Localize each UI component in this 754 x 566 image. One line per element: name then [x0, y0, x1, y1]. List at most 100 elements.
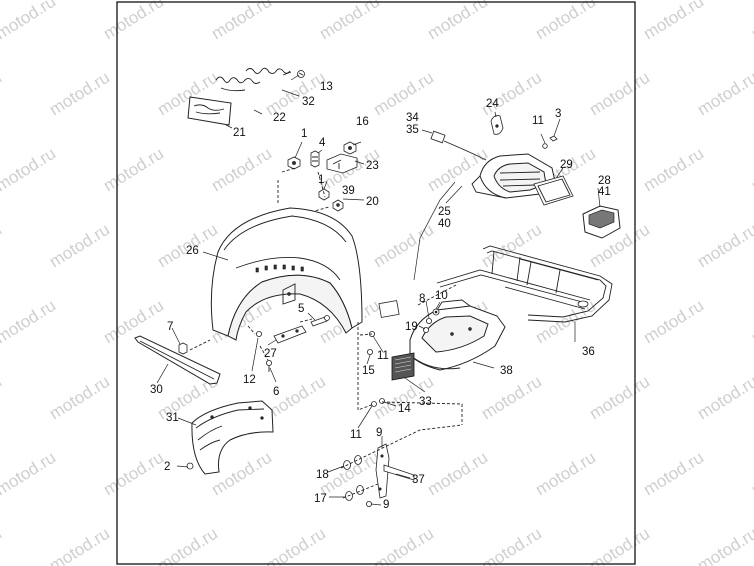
assembly-line	[259, 345, 269, 361]
assembly-line	[417, 283, 459, 306]
callout-29: 29	[560, 159, 573, 171]
callout-35: 35	[406, 124, 419, 136]
callout-1a: 1	[301, 128, 307, 140]
callout-24: 24	[486, 98, 499, 110]
bolt-6	[265, 359, 272, 372]
nut-11a	[542, 143, 548, 149]
nut-12	[255, 330, 262, 337]
assembly-line	[299, 318, 313, 323]
watermark-text: motod.ru	[424, 144, 491, 196]
screw-13	[297, 70, 305, 78]
callout-23: 23	[366, 160, 379, 172]
watermark-text: motod.ru	[100, 296, 167, 348]
screw-3	[549, 135, 558, 142]
callout-33: 33	[419, 396, 432, 408]
callout-31: 31	[166, 412, 179, 424]
assembly-line	[247, 325, 256, 335]
callout-labels: 13 32 22 21 1 4 16 23 1 39 20 34 35 24 1…	[150, 81, 611, 511]
callout-22: 22	[273, 112, 286, 124]
nut-19	[422, 326, 429, 333]
watermark-text: motod.ru	[694, 220, 754, 272]
watermark-text: motod.ru	[0, 144, 59, 196]
watermark-text: motod.ru	[748, 296, 754, 348]
watermark-text: motod.ru	[370, 68, 437, 120]
assembly-line	[342, 483, 379, 499]
watermark-text: motod.ru	[640, 296, 707, 348]
watermark-text: motod.ru	[640, 448, 707, 500]
nut-9	[365, 500, 372, 507]
bolt-7	[178, 342, 188, 355]
lamp-mount-24	[490, 115, 504, 135]
watermark-text: motod.ru	[46, 524, 113, 566]
watermark-text: motod.ru	[640, 0, 707, 43]
connector-34	[430, 130, 487, 161]
bracket-27	[273, 325, 307, 344]
watermark-text: motod.ru	[748, 144, 754, 196]
callout-7: 7	[167, 321, 173, 333]
assembly-line	[357, 322, 375, 411]
watermark-text: motod.ru	[586, 524, 653, 566]
assembly-line	[281, 167, 296, 173]
callout-38: 38	[500, 365, 513, 377]
watermark-text: motod.ru	[0, 220, 5, 272]
callout-20: 20	[366, 196, 379, 208]
callout-9b: 9	[383, 499, 389, 511]
callout-28: 28	[598, 175, 611, 187]
assembly-line	[189, 339, 211, 351]
assembly-line	[340, 424, 463, 469]
assembly-line	[381, 401, 463, 425]
callout-27: 27	[264, 348, 277, 360]
watermark-text: motod.ru	[586, 372, 653, 424]
callout-19: 19	[405, 321, 418, 333]
watermark-text: motod.ru	[478, 220, 545, 272]
callout-1b: 1	[318, 174, 324, 186]
watermark-text: motod.ru	[0, 448, 59, 500]
watermark-text: motod.ru	[262, 524, 329, 566]
callout-25: 25	[438, 206, 451, 218]
watermark-text: motod.ru	[694, 524, 754, 566]
luggage-rack-36	[436, 245, 613, 323]
callout-4: 4	[319, 137, 326, 149]
callout-32: 32	[302, 96, 315, 108]
watermark-text: motod.ru	[478, 524, 545, 566]
trim-strip-30	[134, 335, 221, 385]
callout-8: 8	[419, 293, 425, 305]
assembly-line	[359, 333, 373, 336]
nut-39	[318, 188, 330, 201]
callout-30: 30	[150, 384, 163, 396]
watermark-text: motod.ru	[478, 68, 545, 120]
callout-5: 5	[298, 303, 304, 315]
watermark-text: motod.ru	[100, 0, 167, 43]
screw-8	[425, 317, 432, 324]
callout-26: 26	[186, 245, 199, 257]
callout-13: 13	[320, 81, 333, 93]
callout-9a: 9	[376, 427, 382, 439]
callout-37: 37	[412, 474, 425, 486]
callout-41: 41	[598, 186, 611, 198]
callout-10: 10	[435, 290, 448, 302]
washer-10	[432, 308, 440, 316]
callout-39: 39	[342, 185, 355, 197]
watermark-text: motod.ru	[0, 0, 59, 43]
watermark-text: motod.ru	[532, 448, 599, 500]
bolt-5	[310, 315, 330, 327]
stud-4	[310, 150, 320, 168]
license-lamp-28	[582, 205, 621, 239]
washer-17	[345, 485, 364, 501]
rear-fender-26	[210, 207, 400, 341]
watermark-text: motod.ru	[100, 144, 167, 196]
watermark-text: motod.ru	[0, 372, 5, 424]
leader-lines	[156, 74, 601, 506]
callout-12: 12	[243, 374, 256, 386]
watermark-text: motod.ru	[478, 372, 545, 424]
watermark-text: motod.ru	[694, 372, 754, 424]
bracket-23	[326, 153, 358, 174]
callout-36: 36	[582, 346, 595, 358]
watermark-text: motod.ru	[586, 68, 653, 120]
fender-shield-31	[191, 400, 274, 475]
script-badge-32	[245, 67, 292, 76]
callout-18: 18	[316, 469, 329, 481]
callout-6: 6	[273, 386, 279, 398]
watermark-text: motod.ru	[424, 448, 491, 500]
